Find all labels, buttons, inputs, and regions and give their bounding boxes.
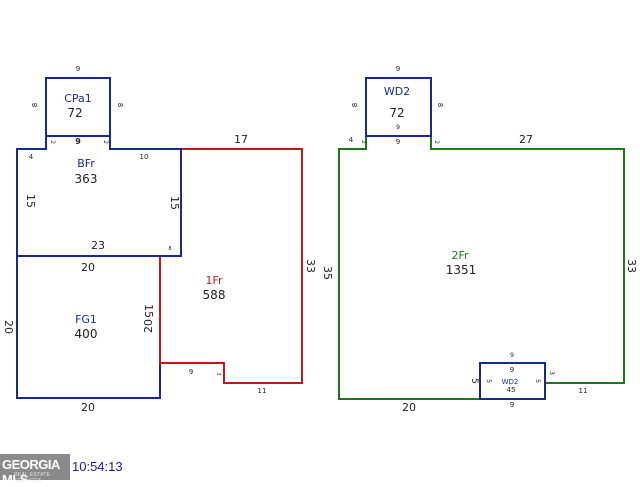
wd2-top-outline bbox=[365, 77, 432, 137]
fg1-dim-top: 20 bbox=[81, 261, 95, 274]
wd2-top-dim-inner: 9 bbox=[396, 124, 400, 131]
fg1-dim-right: 20 bbox=[142, 319, 155, 333]
fg1-dim-left: 20 bbox=[2, 320, 15, 334]
wd2-bottom-name: WD2 bbox=[502, 378, 519, 386]
fg1-area: 400 bbox=[75, 327, 98, 341]
wd2-top-name: WD2 bbox=[384, 85, 410, 98]
wd2-top-dim-small-left: 4 bbox=[349, 136, 354, 144]
cpa1-dim-small-left: 2 bbox=[49, 140, 56, 144]
fr1-dim-step-side: 3 bbox=[215, 372, 221, 375]
fr2-dim-faint: 9 bbox=[510, 352, 514, 359]
logo-sub-text: REAL ESTATE SERVICES bbox=[14, 472, 51, 484]
fr2-area: 1351 bbox=[446, 263, 477, 277]
fr2-name: 2Fr bbox=[451, 249, 469, 262]
bfr-area: 363 bbox=[75, 172, 98, 186]
cpa1-dim-bottom: 9 bbox=[75, 137, 81, 146]
wd2-top-dim-left: 8 bbox=[351, 103, 359, 107]
wd2-bottom-dim-right: 5 bbox=[534, 379, 541, 383]
fg1-name: FG1 bbox=[75, 313, 97, 326]
fr1-dim-left: 15 bbox=[142, 304, 155, 318]
fr1-area: 588 bbox=[203, 288, 226, 302]
timestamp: 10:54:13 bbox=[72, 459, 123, 474]
bfr-dim-left: 15 bbox=[24, 194, 37, 208]
wd2-bottom-dim-top: 9 bbox=[510, 366, 514, 374]
cpa1-outline bbox=[45, 77, 111, 137]
cpa1-area: 72 bbox=[67, 106, 82, 120]
fr1-dim-bottom: 11 bbox=[258, 387, 267, 395]
wd2-bottom-area: 45 bbox=[507, 386, 516, 394]
bfr-outline bbox=[16, 135, 182, 257]
wd2-top-area: 72 bbox=[389, 106, 404, 120]
bfr-dim-bottom: 23 bbox=[91, 239, 105, 252]
bfr-dim-corner: 8 bbox=[168, 246, 171, 252]
wd2-top-dim-small-left2: 2 bbox=[360, 140, 367, 144]
fr2-dim-bottom-right: 11 bbox=[579, 387, 588, 395]
georgia-mls-logo: GEORGIA MLS REAL ESTATE SERVICES bbox=[0, 454, 70, 487]
fr2-dim-left: 35 bbox=[321, 266, 334, 280]
fg1-dim-bottom: 20 bbox=[81, 401, 95, 414]
wd2-bottom-outline bbox=[479, 362, 546, 400]
bfr-dim-top-left: 4 bbox=[29, 153, 34, 161]
fr2-dim-step: 3 bbox=[548, 371, 555, 375]
cpa1-dim-top: 9 bbox=[76, 65, 80, 73]
bfr-dim-top-right: 10 bbox=[140, 153, 149, 161]
wd2-top-dim-bottom: 9 bbox=[396, 138, 400, 146]
wd2-top-dim-top: 9 bbox=[396, 65, 400, 73]
fr2-outline bbox=[338, 135, 625, 400]
fr1-dim-right: 33 bbox=[304, 259, 317, 273]
fr1-name: 1Fr bbox=[205, 274, 223, 287]
fr1-outline bbox=[159, 148, 303, 384]
wd2-top-dim-small-right: 2 bbox=[433, 140, 440, 144]
fr2-dim-bottom-left: 20 bbox=[402, 401, 416, 414]
wd2-bottom-dim-bottom: 9 bbox=[510, 401, 514, 409]
fr1-dim-step-top: 9 bbox=[189, 368, 193, 376]
bfr-name: BFr bbox=[77, 157, 95, 170]
cpa1-dim-small-right: 2 bbox=[102, 140, 109, 144]
wd2-bottom-dim-left-outer: 5 bbox=[469, 378, 479, 384]
cpa1-dim-right: 8 bbox=[116, 103, 124, 107]
fr2-dim-top: 27 bbox=[519, 133, 533, 146]
wd2-top-dim-right: 8 bbox=[436, 103, 444, 107]
cpa1-name: CPa1 bbox=[64, 92, 92, 105]
bfr-dim-right: 15 bbox=[168, 196, 181, 210]
wd2-bottom-dim-left-inner: 5 bbox=[485, 379, 492, 383]
cpa1-dim-left: 8 bbox=[31, 103, 39, 107]
fr2-dim-right: 33 bbox=[625, 259, 638, 273]
fr1-dim-top: 17 bbox=[234, 133, 248, 146]
